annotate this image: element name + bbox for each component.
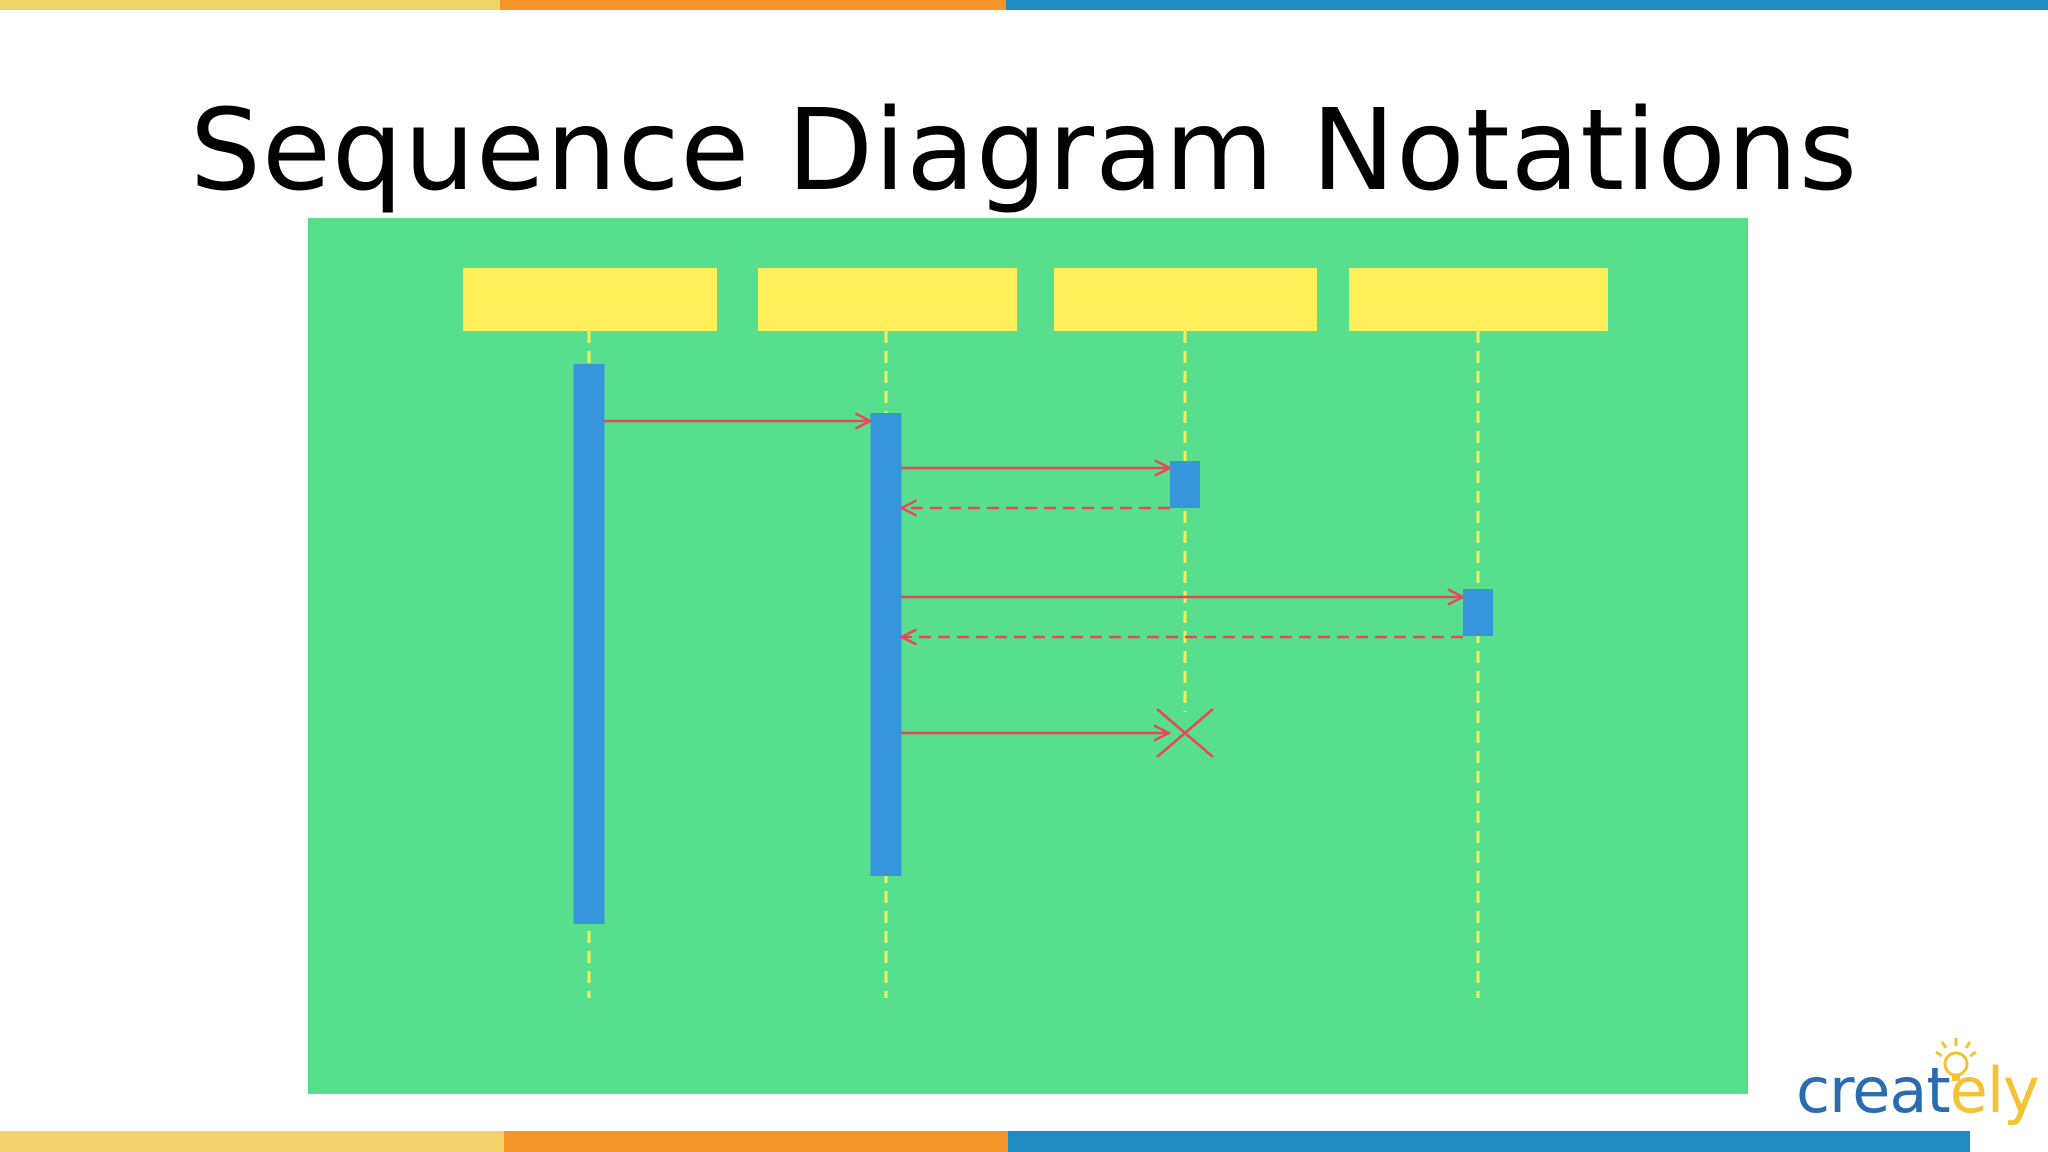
creately-logo: creately xyxy=(1796,1030,2040,1130)
lifeline-head xyxy=(463,268,717,331)
band-segment-yellow xyxy=(0,0,500,10)
activation-bar xyxy=(870,413,902,876)
destroy-x-icon xyxy=(1156,708,1214,758)
band-segment-yellow xyxy=(0,1131,504,1152)
lifeline-head xyxy=(1054,268,1317,331)
activation-bar xyxy=(1170,461,1200,508)
band-segment-blue xyxy=(1006,0,2048,10)
band-segment-blue xyxy=(1008,1131,1970,1152)
activation-bar xyxy=(1463,589,1493,636)
slide-title: Sequence Diagram Notations xyxy=(189,86,1859,216)
activation-bar xyxy=(573,364,605,924)
lifeline-head xyxy=(758,268,1017,331)
band-segment-orange xyxy=(500,0,1006,10)
lightbulb-icon xyxy=(1935,1038,1977,1081)
diagram-frame xyxy=(308,218,1748,1094)
band-segment-orange xyxy=(504,1131,1008,1152)
lifeline-head xyxy=(1349,268,1608,331)
logo-wordmark: creately xyxy=(1796,1060,2040,1122)
logo-text-accent: ely xyxy=(1949,1054,2040,1127)
logo-text-main: creat xyxy=(1796,1054,1951,1127)
bottom-color-band xyxy=(0,1131,2048,1152)
top-color-band xyxy=(0,0,2048,10)
